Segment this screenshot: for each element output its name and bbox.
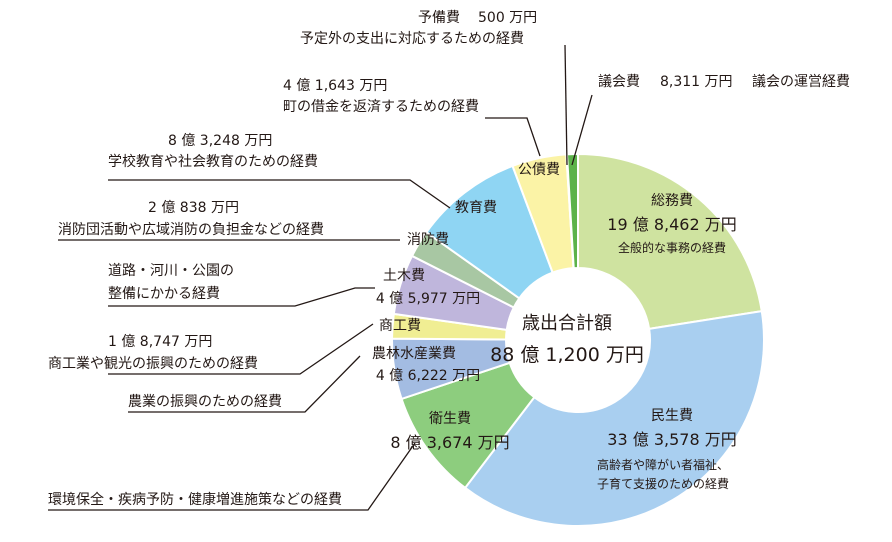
leader-line-doboku (108, 287, 375, 307)
label-shoko-name: 商工費 (379, 318, 421, 334)
label-gikai-desc: 議会の運営経費 (752, 73, 850, 90)
label-somu-desc: 全般的な事務の経費 (618, 240, 726, 255)
label-norin-name: 農林水産業費 (372, 346, 456, 362)
label-shobo-value: 2 億 838 万円 (148, 200, 239, 216)
label-kosai-name: 公債費 (518, 162, 560, 178)
leader-line-yobi (564, 44, 568, 166)
label-minsei-desc1: 高齢者や障がい者福祉、 (597, 457, 729, 472)
label-kyoiku-value: 8 億 3,248 万円 (168, 133, 272, 149)
label-kyoiku-desc: 学校教育や社会教育のための経費 (108, 153, 318, 170)
leader-lines (48, 44, 593, 511)
label-gikai-value: 8,311 万円 (660, 74, 733, 90)
leader-line-eisei (48, 442, 416, 511)
slice-somu (577, 152, 763, 330)
label-doboku-desc1: 道路・河川・公園の (108, 263, 234, 279)
leader-line-kosai (485, 117, 541, 157)
leader-line-kyoiku (108, 179, 451, 209)
leader-line-gikai (571, 94, 593, 166)
slice-gikai (565, 152, 579, 270)
leader-line-norin (128, 355, 361, 413)
label-eisei-value: 8 億 3,674 万円 (390, 433, 509, 452)
center-total: 88 億 1,200 万円 (490, 344, 644, 366)
label-shoko-desc: 商工業や観光の振興のための経費 (48, 355, 258, 372)
label-doboku-desc2: 整備にかかる経費 (108, 286, 220, 302)
label-norin-value: 4 億 6,222 万円 (376, 368, 480, 384)
label-kosai-desc: 町の借金を返済するための経費 (283, 99, 479, 115)
label-yobi-desc: 予定外の支出に対応するための経費 (300, 31, 524, 47)
label-minsei-name: 民生費 (651, 408, 693, 424)
slice-minsei (463, 310, 765, 527)
label-yobi-name: 予備費 (418, 10, 460, 26)
donut-slices (390, 152, 765, 527)
label-minsei-desc2: 子育て支援のための経費 (597, 476, 729, 491)
label-doboku-value: 4 億 5,977 万円 (376, 291, 480, 307)
center-title: 歳出合計額 (522, 313, 612, 334)
label-minsei-value: 33 億 3,578 万円 (607, 430, 736, 449)
label-somu-name: 総務費 (651, 193, 693, 209)
leader-line-shoko (108, 323, 374, 375)
label-gikai-name: 議会費 (598, 73, 640, 90)
label-yobi-value: 500 万円 (478, 10, 537, 26)
label-norin-desc: 農業の振興のための経費 (128, 394, 282, 410)
label-somu-value: 19 億 8,462 万円 (607, 215, 736, 234)
label-shobo-desc: 消防団活動や広域消防の負担金などの経費 (58, 222, 324, 238)
label-kyoiku-name: 教育費 (455, 200, 497, 216)
label-doboku-name: 土木費 (383, 268, 425, 284)
label-eisei-name: 衛生費 (429, 411, 471, 427)
label-shoko-value: 1 億 8,747 万円 (108, 334, 212, 350)
label-eisei-desc: 環境保全・疾病予防・健康増進施策などの経費 (48, 491, 342, 508)
label-shobo-name: 消防費 (407, 232, 449, 248)
label-kosai-value: 4 億 1,643 万円 (283, 78, 387, 94)
